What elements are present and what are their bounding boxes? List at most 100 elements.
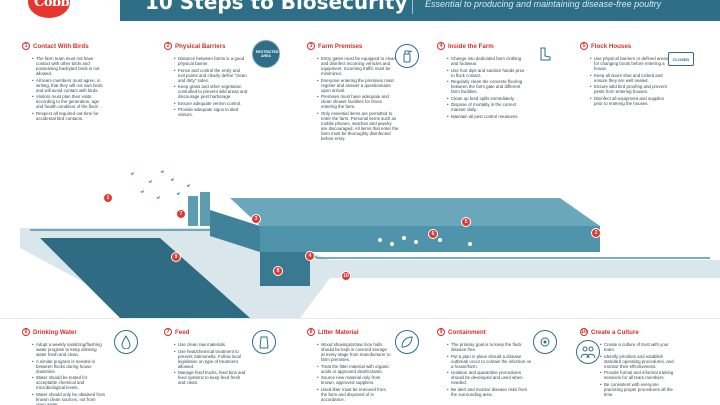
step-title: Create a Culture <box>591 328 639 336</box>
list-item: The primary goal is to keep the flock di… <box>447 342 533 352</box>
header: Cobb 10 Steps to Biosecurity Essential t… <box>0 0 720 22</box>
restricted-area-sign-icon: RESTRICTED AREA <box>252 40 280 68</box>
list-item: Manage feed trucks, feed bins and feed s… <box>174 370 248 385</box>
water-drop-icon <box>114 330 138 354</box>
silo-left <box>188 196 198 226</box>
list-item: Provide adequate signs to alert visitors… <box>174 107 248 117</box>
step-title: Physical Barriers <box>175 42 226 50</box>
step-number: 9 <box>437 328 445 336</box>
step-number: 2 <box>164 42 172 50</box>
list-item: Entry gates must be equipped to clean an… <box>317 56 399 76</box>
house-roof <box>230 198 600 226</box>
scene-marker[interactable]: 6 <box>428 229 438 239</box>
gear-cycle-icon <box>533 330 557 354</box>
scene-marker[interactable]: 10 <box>341 271 351 281</box>
list-item: Put a plan in place should a disease out… <box>447 354 533 369</box>
list-item: Source new material only from known, app… <box>317 375 391 385</box>
step-title: Farm Premises <box>318 42 363 50</box>
restricted-sign-text: RESTRICTED AREA <box>256 50 279 58</box>
list-item: Everyone entering the premises must regi… <box>317 78 399 93</box>
wild-birds <box>130 170 190 199</box>
flock-birds <box>378 236 472 246</box>
list-item: Use foot dips and sanitize hands prior t… <box>447 68 529 78</box>
house-end-wall <box>210 210 260 252</box>
step-number: 5 <box>580 42 588 50</box>
farm-illustration <box>20 170 720 318</box>
step-list: Create a culture of trust with your team… <box>600 342 678 397</box>
list-item: Keep all doors shut and locked and ensur… <box>590 73 668 83</box>
step-number: 8 <box>307 328 315 336</box>
list-item: Distance between farms is a good physica… <box>174 56 248 66</box>
step-number: 4 <box>437 42 445 50</box>
step-number: 3 <box>307 42 315 50</box>
list-item: Water should be tested for acceptable ch… <box>32 375 106 390</box>
step-title: Contact With Birds <box>33 42 89 50</box>
page-title: 10 Steps to Biosecurity <box>145 0 408 14</box>
list-item: Adopt a weekly sanitizing/flushing water… <box>32 342 106 357</box>
title-band <box>120 0 720 21</box>
scene-marker[interactable]: 9 <box>171 252 181 262</box>
list-item: A similar program is needed in between f… <box>32 359 106 374</box>
step-title: Litter Material <box>318 328 359 336</box>
list-item: Regularly clean the concrete flooring be… <box>447 79 529 94</box>
list-item: Premises must have adequate and clean sh… <box>317 94 399 109</box>
step-title: Feed <box>175 328 190 336</box>
step-list: Change into dedicated farm clothing and … <box>447 56 529 119</box>
list-item: Dispose of mortality in the correct mann… <box>447 102 529 112</box>
list-item: Use physical barriers or defined areas f… <box>590 56 668 71</box>
scene-marker[interactable]: 4 <box>305 251 315 261</box>
list-item: Create a culture of trust with your team… <box>600 342 678 352</box>
closed-sign-text: CLOSED <box>672 56 690 62</box>
scene-marker[interactable]: 8 <box>273 266 283 276</box>
scene-marker[interactable]: 5 <box>461 217 471 227</box>
team-icon <box>576 340 600 364</box>
list-item: Water should only be obtained from known… <box>32 392 106 405</box>
silo-right <box>200 192 210 226</box>
access-road <box>40 238 250 318</box>
step-title: Inside the Farm <box>448 42 494 50</box>
list-item: Only essential items are permitted to en… <box>317 111 399 141</box>
list-item: Respect all required out-time for accide… <box>32 111 106 121</box>
page-subtitle: Essential to producing and maintaining d… <box>425 0 662 9</box>
list-item: Change into dedicated farm clothing and … <box>447 56 529 66</box>
list-item: Keep grass and other vegetation controll… <box>174 84 248 99</box>
list-item: Be consistent with everyone practicing p… <box>600 382 678 397</box>
scene-marker[interactable]: 3 <box>251 214 261 224</box>
list-item: Use clean raw materials. <box>174 342 248 347</box>
list-item: Provide formal and informal training ses… <box>600 370 678 380</box>
step-list: Distance between farms is a good physica… <box>174 56 248 117</box>
step-list: Use clean raw materials. Use heat/chemic… <box>174 342 248 385</box>
scene-marker[interactable]: 1 <box>103 193 113 203</box>
list-item: Disinfect all equipment and supplies pri… <box>590 96 668 106</box>
scene-marker[interactable]: 7 <box>176 209 186 219</box>
logo-text: Cobb <box>34 0 70 10</box>
step-number: 1 <box>22 42 30 50</box>
brand-logo[interactable]: Cobb <box>28 0 70 18</box>
feed-bag-icon <box>252 330 276 354</box>
list-item: Be alert and monitor disease risks from … <box>447 387 533 397</box>
scene-marker[interactable]: 2 <box>591 228 601 238</box>
boots-icon <box>533 42 557 66</box>
step-list: Entry gates must be equipped to clean an… <box>317 56 399 141</box>
closed-sign-icon: CLOSED <box>668 52 694 66</box>
spray-bottle-icon <box>395 44 419 68</box>
list-item: Maintain all pest control measures. <box>447 114 529 119</box>
step-title: Containment <box>448 328 486 336</box>
list-item: Isolation and quarantine procedures shou… <box>447 370 533 385</box>
step-title: Flock Houses <box>591 42 632 50</box>
list-item: Clean up feed spills immediately. <box>447 96 529 101</box>
list-item: Used litter must be removed from the far… <box>317 387 391 402</box>
step-list: Use physical barriers or defined areas f… <box>590 56 668 106</box>
step-number: 10 <box>580 328 588 336</box>
step-list: The farm team must not have contact with… <box>32 56 106 121</box>
step-number: 6 <box>22 328 30 336</box>
list-item: All team members must agree, in writing,… <box>32 78 106 93</box>
